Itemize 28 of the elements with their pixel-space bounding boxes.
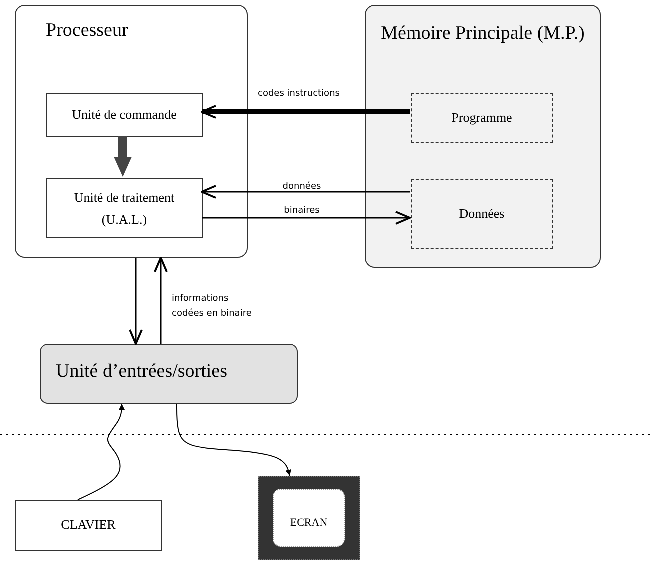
arrow bbox=[129, 258, 143, 345]
box-label: ECRAN bbox=[289, 517, 329, 529]
keyboard-box bbox=[15, 500, 162, 551]
dashed-box bbox=[411, 179, 553, 249]
block-arrow bbox=[114, 136, 132, 177]
screen-box bbox=[258, 476, 360, 560]
process-box bbox=[46, 93, 203, 137]
heading: Processeur bbox=[46, 20, 128, 42]
arrow bbox=[78, 404, 125, 500]
process-box bbox=[46, 178, 203, 238]
arrow bbox=[202, 211, 411, 225]
box-label: CLAVIER bbox=[60, 517, 117, 533]
processor-box bbox=[15, 5, 248, 258]
edge-label: codes instructions bbox=[258, 88, 340, 100]
box-label: Données bbox=[458, 206, 506, 222]
memory-box bbox=[365, 5, 601, 268]
box-label: Unité de traitement (U.A.L.) bbox=[73, 189, 176, 229]
box-label: Unité d’entrées/sorties bbox=[56, 361, 228, 383]
arrow bbox=[176, 404, 292, 476]
arrow bbox=[201, 185, 410, 199]
heading: Mémoire Principale (M.P.) bbox=[381, 22, 585, 46]
box-label: Programme bbox=[450, 110, 514, 126]
arrow bbox=[154, 257, 168, 344]
dashed-box bbox=[411, 93, 553, 143]
edge-label: données binaires bbox=[282, 180, 322, 218]
arrow bbox=[201, 105, 410, 119]
box-label: Unité de commande bbox=[71, 107, 178, 123]
io-unit-box bbox=[40, 344, 298, 404]
